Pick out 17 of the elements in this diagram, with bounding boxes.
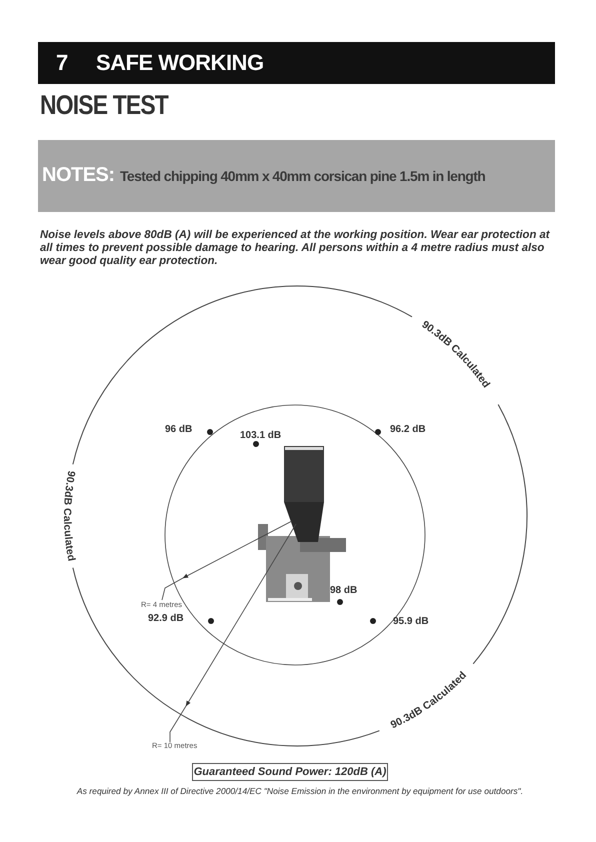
measurement-label: 95.9 dB bbox=[393, 616, 429, 627]
notes-band bbox=[38, 140, 555, 212]
measurement-label: 96 dB bbox=[165, 424, 192, 435]
section-number: 7 bbox=[56, 50, 68, 76]
directive-footnote: As required by Annex III of Directive 2000/14/EC "Noise Emission in the environment by equipment for use outdoors". bbox=[76, 786, 524, 796]
measurement-label: 92.9 dB bbox=[148, 613, 184, 624]
section-title: SAFE WORKING bbox=[96, 50, 264, 76]
page-title: NOISE TEST bbox=[40, 90, 168, 121]
warning-paragraph: Noise levels above 80dB (A) will be experienced at the working position. Wear ear protection at all times to prevent possible damage to hearing. All persons within a 4 metre radius must also wear good quality ear protection. bbox=[40, 229, 551, 268]
notes-heading: NOTES: bbox=[42, 164, 115, 187]
measurement-label: 103.1 dB bbox=[240, 430, 282, 441]
measurement-label: 98 dB bbox=[330, 585, 358, 596]
section-header-bar bbox=[38, 42, 555, 84]
measurement-label: 96.2 dB bbox=[390, 424, 426, 435]
sound-power-box bbox=[192, 763, 388, 781]
notes-text: Tested chipping 40mm x 40mm corsican pine 1.5m in length bbox=[120, 168, 486, 184]
sound-power-text: Guaranteed Sound Power: 120dB (A) bbox=[193, 766, 387, 778]
